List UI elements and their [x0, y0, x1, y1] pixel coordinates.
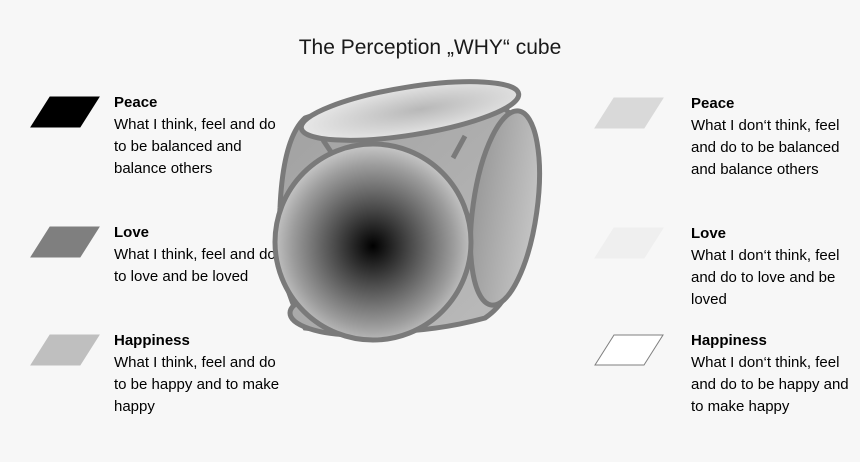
cube-top-face	[298, 79, 522, 143]
legend-heading: Peace	[691, 95, 735, 112]
cube-right-face	[468, 108, 542, 308]
cube-strut	[450, 134, 468, 160]
legend-swatch	[30, 334, 100, 366]
legend-swatch	[594, 97, 664, 129]
legend-text: What I don‘t think, feel and do to love …	[691, 247, 840, 308]
legend-swatch	[594, 227, 664, 259]
legend-heading: Love	[691, 225, 727, 242]
legend-heading: Happiness	[691, 332, 767, 349]
legend-text: What I think, feel and do to be happy an…	[114, 354, 280, 415]
legend-swatch	[30, 96, 100, 128]
legend-text: What I think, feel and do to be balanced…	[114, 116, 276, 177]
legend-swatch	[30, 226, 100, 258]
legend-text: What I think, feel and do to love and be…	[114, 246, 276, 285]
legend-text: What I don‘t think, feel and do to be ha…	[691, 354, 849, 415]
page-title: The Perception „WHY“ cube	[298, 36, 562, 59]
legend-text: What I don‘t think, feel and do to be ba…	[691, 117, 840, 178]
cube-front-face	[272, 141, 474, 343]
legend-heading: Happiness	[114, 332, 190, 349]
legend-heading: Love	[114, 224, 150, 241]
legend-swatch	[594, 334, 664, 366]
why-cube-illustration	[272, 79, 542, 343]
legend-heading: Peace	[114, 94, 158, 111]
